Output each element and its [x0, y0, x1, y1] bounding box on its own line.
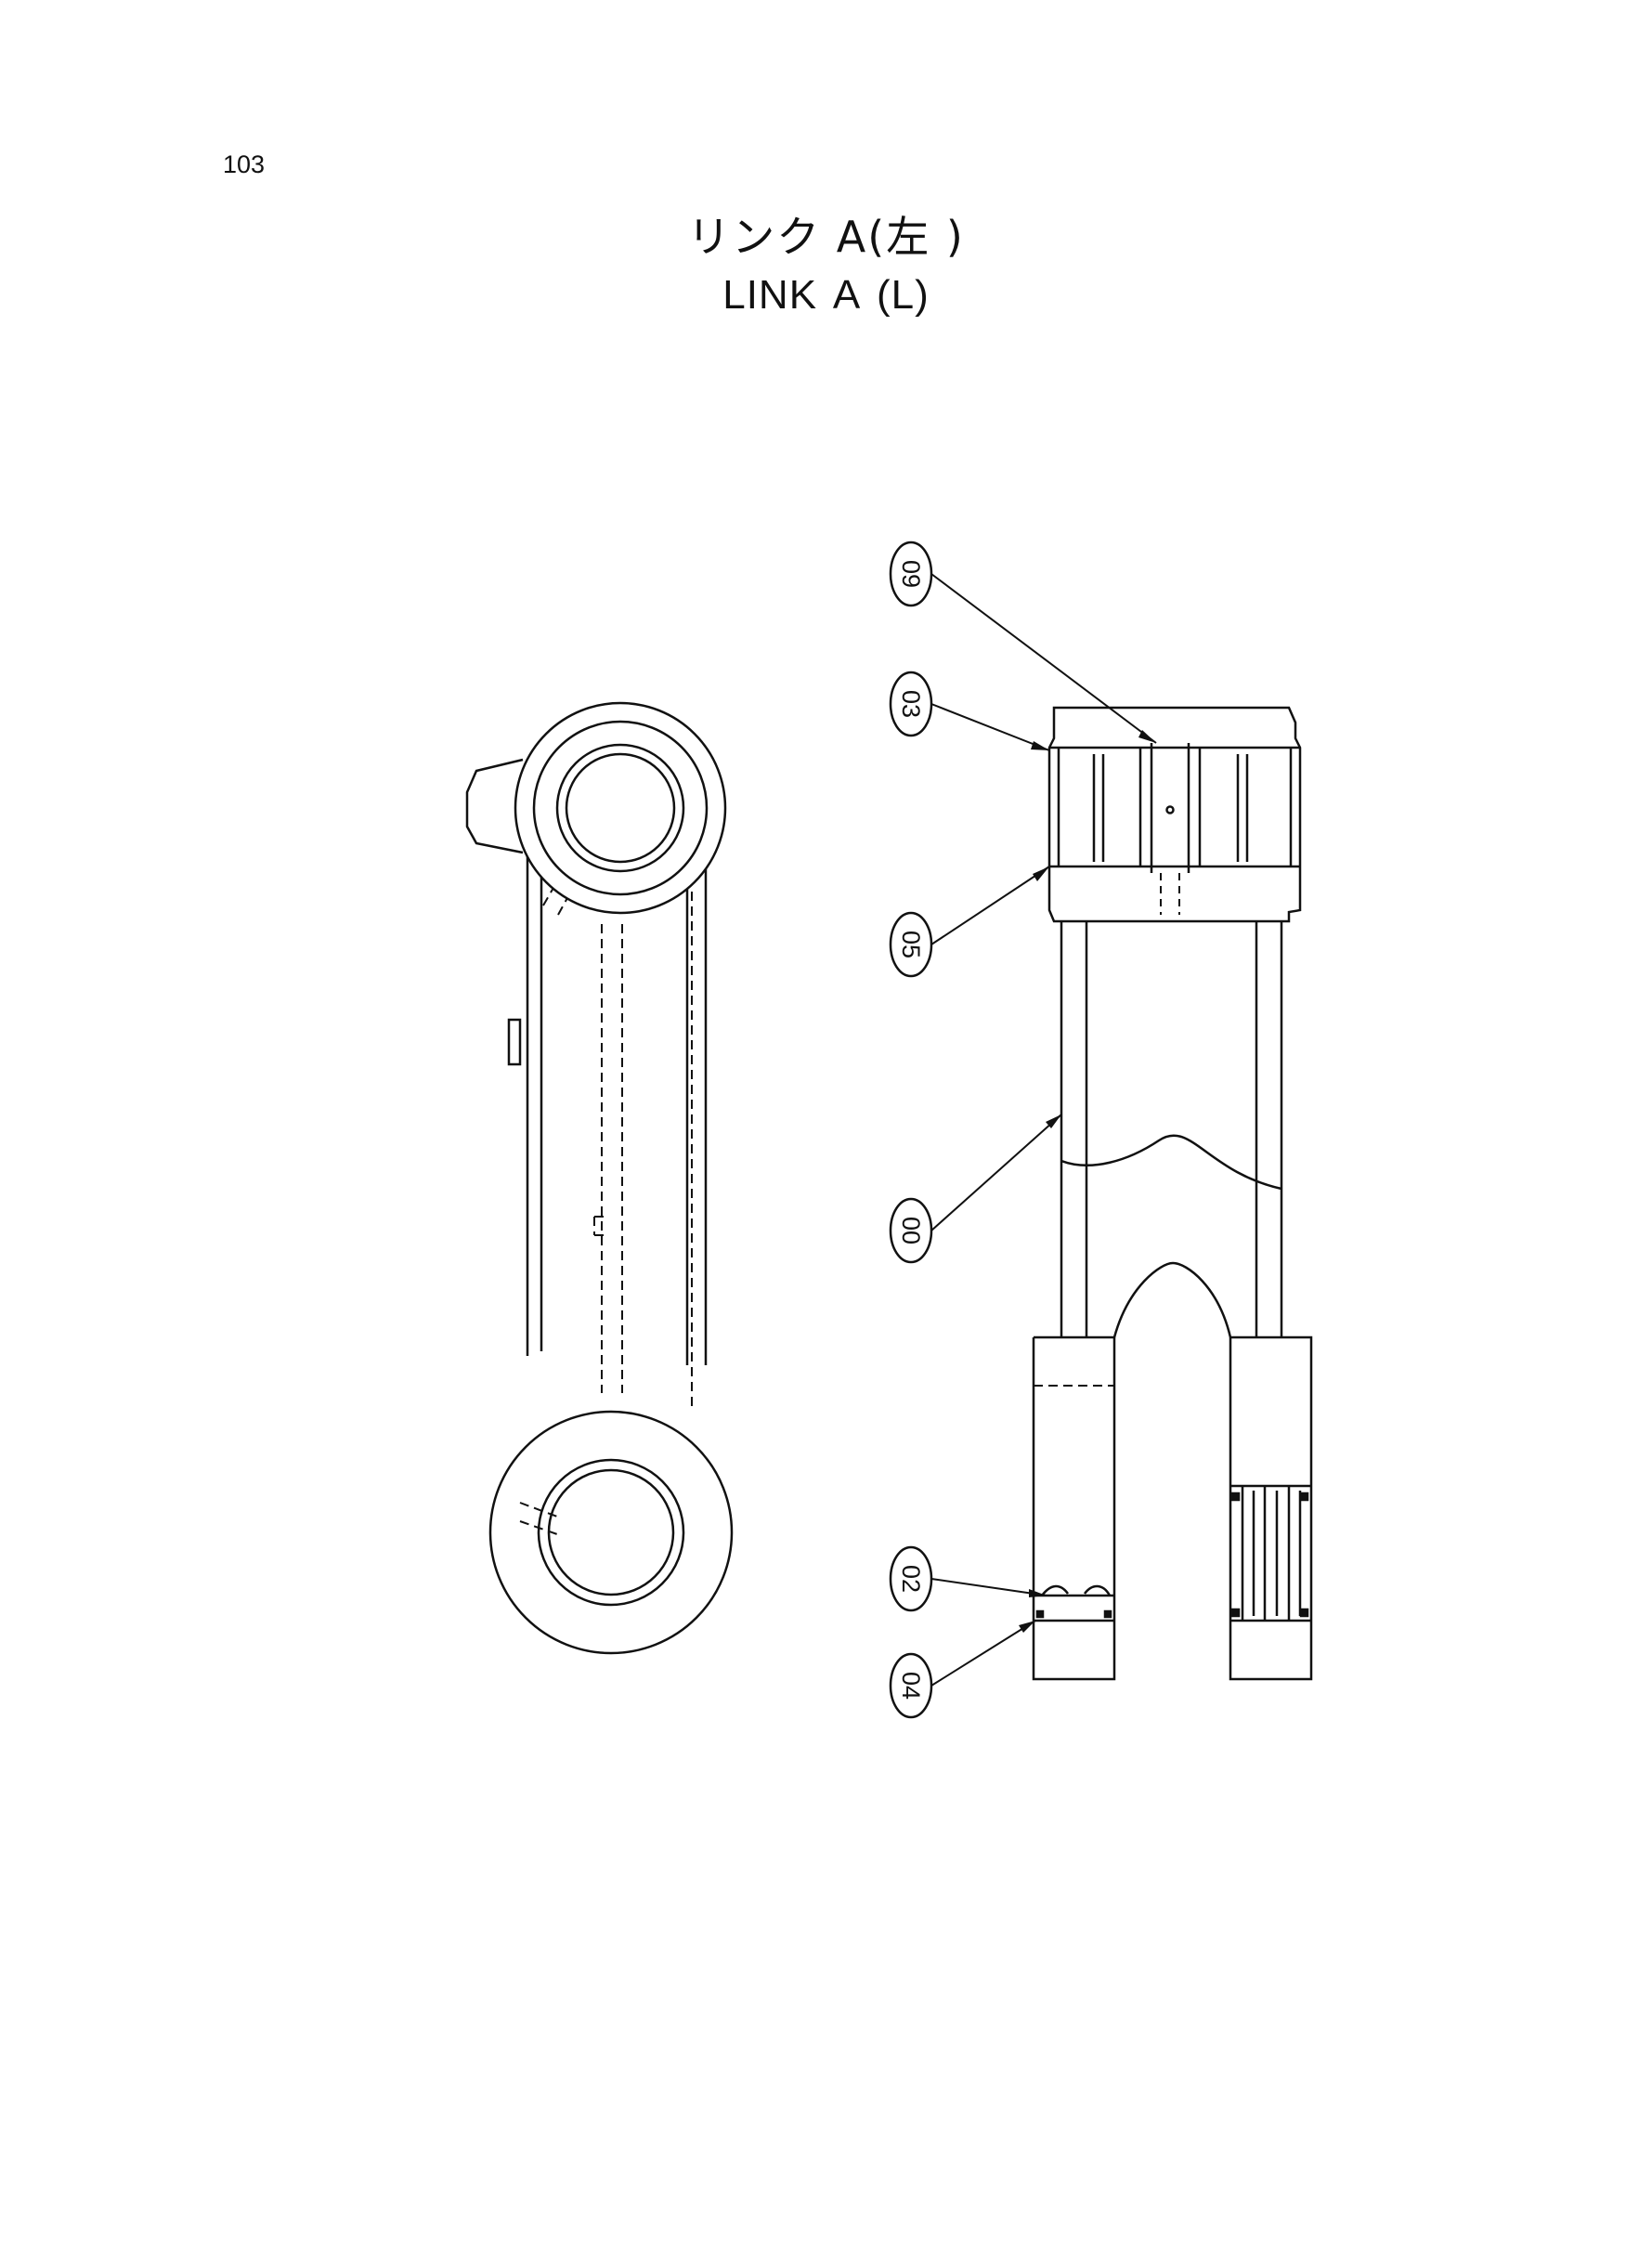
callout-09: 09	[889, 541, 933, 607]
page-number: 103	[223, 150, 266, 178]
svg-text:09: 09	[897, 560, 925, 588]
callout-05: 05	[889, 911, 933, 978]
front-view-link	[1032, 706, 1313, 1681]
title-english: LINK A (L)	[722, 272, 930, 318]
svg-text:04: 04	[897, 1672, 925, 1700]
callout-00: 00	[889, 1197, 933, 1264]
title-japanese: リンク A(左 )	[687, 212, 965, 262]
svg-text:02: 02	[897, 1565, 925, 1593]
callout-04: 04	[889, 1652, 933, 1719]
side-view-link	[465, 701, 734, 1655]
svg-text:05: 05	[897, 931, 925, 958]
svg-text:00: 00	[897, 1217, 925, 1244]
callout-02: 02	[889, 1545, 933, 1612]
svg-text:03: 03	[897, 690, 925, 718]
callout-leaders	[930, 573, 1157, 1687]
callout-03: 03	[889, 671, 933, 737]
